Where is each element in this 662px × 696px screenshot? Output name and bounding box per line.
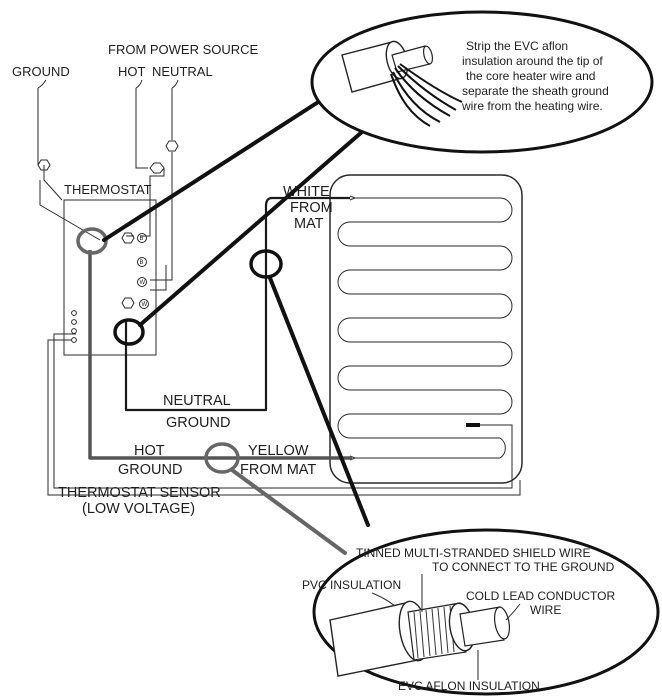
yellow-from-mat-label-2: FROM MAT bbox=[240, 462, 316, 478]
top-callout-leader-1 bbox=[102, 86, 342, 242]
terminal-w-2 bbox=[139, 299, 149, 309]
cable-entry-arrow-top bbox=[349, 195, 357, 201]
white-from-mat-label-3: MAT bbox=[294, 216, 324, 232]
top-callout-line-5: wire from the heating wire. bbox=[461, 99, 603, 113]
ground-label-leader bbox=[37, 79, 47, 89]
hot-ground-lead bbox=[88, 250, 352, 460]
sensor-terminal-3 bbox=[71, 328, 77, 334]
hot-ground-label-2: GROUND bbox=[118, 462, 182, 478]
neutral-label-leader bbox=[171, 79, 179, 89]
hot-connection-highlight bbox=[76, 227, 108, 255]
hot-wire-nut bbox=[149, 162, 165, 174]
bottom-callout-leader-1 bbox=[268, 276, 370, 527]
neutral-wire-nut bbox=[165, 140, 179, 152]
ground-source-label: GROUND bbox=[12, 64, 70, 79]
sensor-label-1: THERMOSTAT SENSOR bbox=[58, 485, 221, 501]
sensor-terminal-4 bbox=[71, 337, 77, 343]
thermostat-label: THERMOSTAT bbox=[64, 182, 152, 197]
sensor-terminal-1 bbox=[71, 310, 77, 316]
terminal-w-1 bbox=[137, 277, 147, 287]
sensor-wire-inner bbox=[53, 333, 513, 489]
sensor-terminal-2 bbox=[71, 319, 77, 325]
terminal-b-1-label: B bbox=[140, 236, 144, 242]
terminal-w-2-label: W bbox=[142, 302, 148, 308]
cold-lead-label-1: COLD LEAD CONDUCTOR bbox=[466, 589, 615, 603]
neutral-branch-wire bbox=[150, 265, 167, 291]
ground-strands-icon bbox=[390, 63, 463, 127]
terminal-b-1 bbox=[137, 233, 147, 243]
sensor-label-2: (LOW VOLTAGE) bbox=[82, 501, 195, 517]
conductor-end-icon bbox=[493, 606, 511, 640]
neutral-supply-wire bbox=[150, 88, 173, 281]
sensor-probe bbox=[466, 423, 480, 427]
top-callout-line-4: separate the sheath ground bbox=[462, 84, 609, 98]
top-callout-line-3: the core heater wire and bbox=[466, 69, 595, 83]
core-wire-end-icon bbox=[422, 45, 434, 65]
thermostat-box bbox=[63, 199, 157, 356]
top-callout-line-1: Strip the EVC aflon bbox=[466, 39, 568, 53]
from-power-source-label: FROM POWER SOURCE bbox=[108, 42, 259, 57]
hot-source-label: HOT bbox=[118, 64, 146, 79]
pvc-pointer bbox=[371, 592, 396, 607]
white-lead-highlight bbox=[249, 249, 283, 279]
terminal-b-2 bbox=[137, 257, 147, 267]
cold-lead-label-2: WIRE bbox=[530, 603, 561, 617]
neutral-ground-lead bbox=[124, 196, 350, 412]
terminal-b-2-label: B bbox=[140, 260, 144, 266]
cold-lead-pointer bbox=[505, 603, 521, 621]
sensor-wire-outer bbox=[47, 339, 521, 496]
bottom-callout-leader-2 bbox=[230, 468, 347, 555]
terminal-hex-2 bbox=[121, 297, 135, 309]
heating-cable-serpentine bbox=[337, 197, 513, 459]
tinned-shield-label-2: TO CONNECT TO THE GROUND bbox=[432, 560, 615, 574]
evc-insulation-label: EVC AFLON INSULATION bbox=[398, 679, 540, 693]
ground-wire-nut bbox=[37, 159, 51, 171]
terminal-hex-1 bbox=[121, 232, 135, 244]
yellow-from-mat-label-1: YELLOW bbox=[248, 443, 309, 459]
neutral-ground-label-2: GROUND bbox=[166, 415, 230, 431]
terminal-w-1-label: W bbox=[140, 280, 146, 286]
hot-label-leader bbox=[135, 79, 143, 89]
conductor-icon bbox=[459, 606, 505, 647]
neutral-connection-highlight bbox=[113, 318, 145, 346]
top-callout-leader-2 bbox=[138, 116, 380, 327]
tinned-shield-label-1: TINNED MULTI-STRANDED SHIELD WIRE bbox=[356, 546, 590, 560]
pvc-insulation-label: PVC INSULATION bbox=[302, 578, 401, 592]
neutral-ground-label-1: NEUTRAL bbox=[163, 393, 231, 409]
top-callout-line-2: insulation around the tip of bbox=[462, 54, 603, 68]
heating-mat-outline bbox=[329, 174, 523, 484]
hot-ground-label-1: HOT bbox=[134, 443, 165, 459]
shield-strands-icon bbox=[413, 605, 455, 659]
ground-supply-wire bbox=[37, 88, 101, 241]
white-from-mat-label-2: FROM bbox=[290, 200, 333, 216]
yellow-lead-highlight bbox=[204, 442, 240, 474]
neutral-source-label: NEUTRAL bbox=[152, 64, 213, 79]
